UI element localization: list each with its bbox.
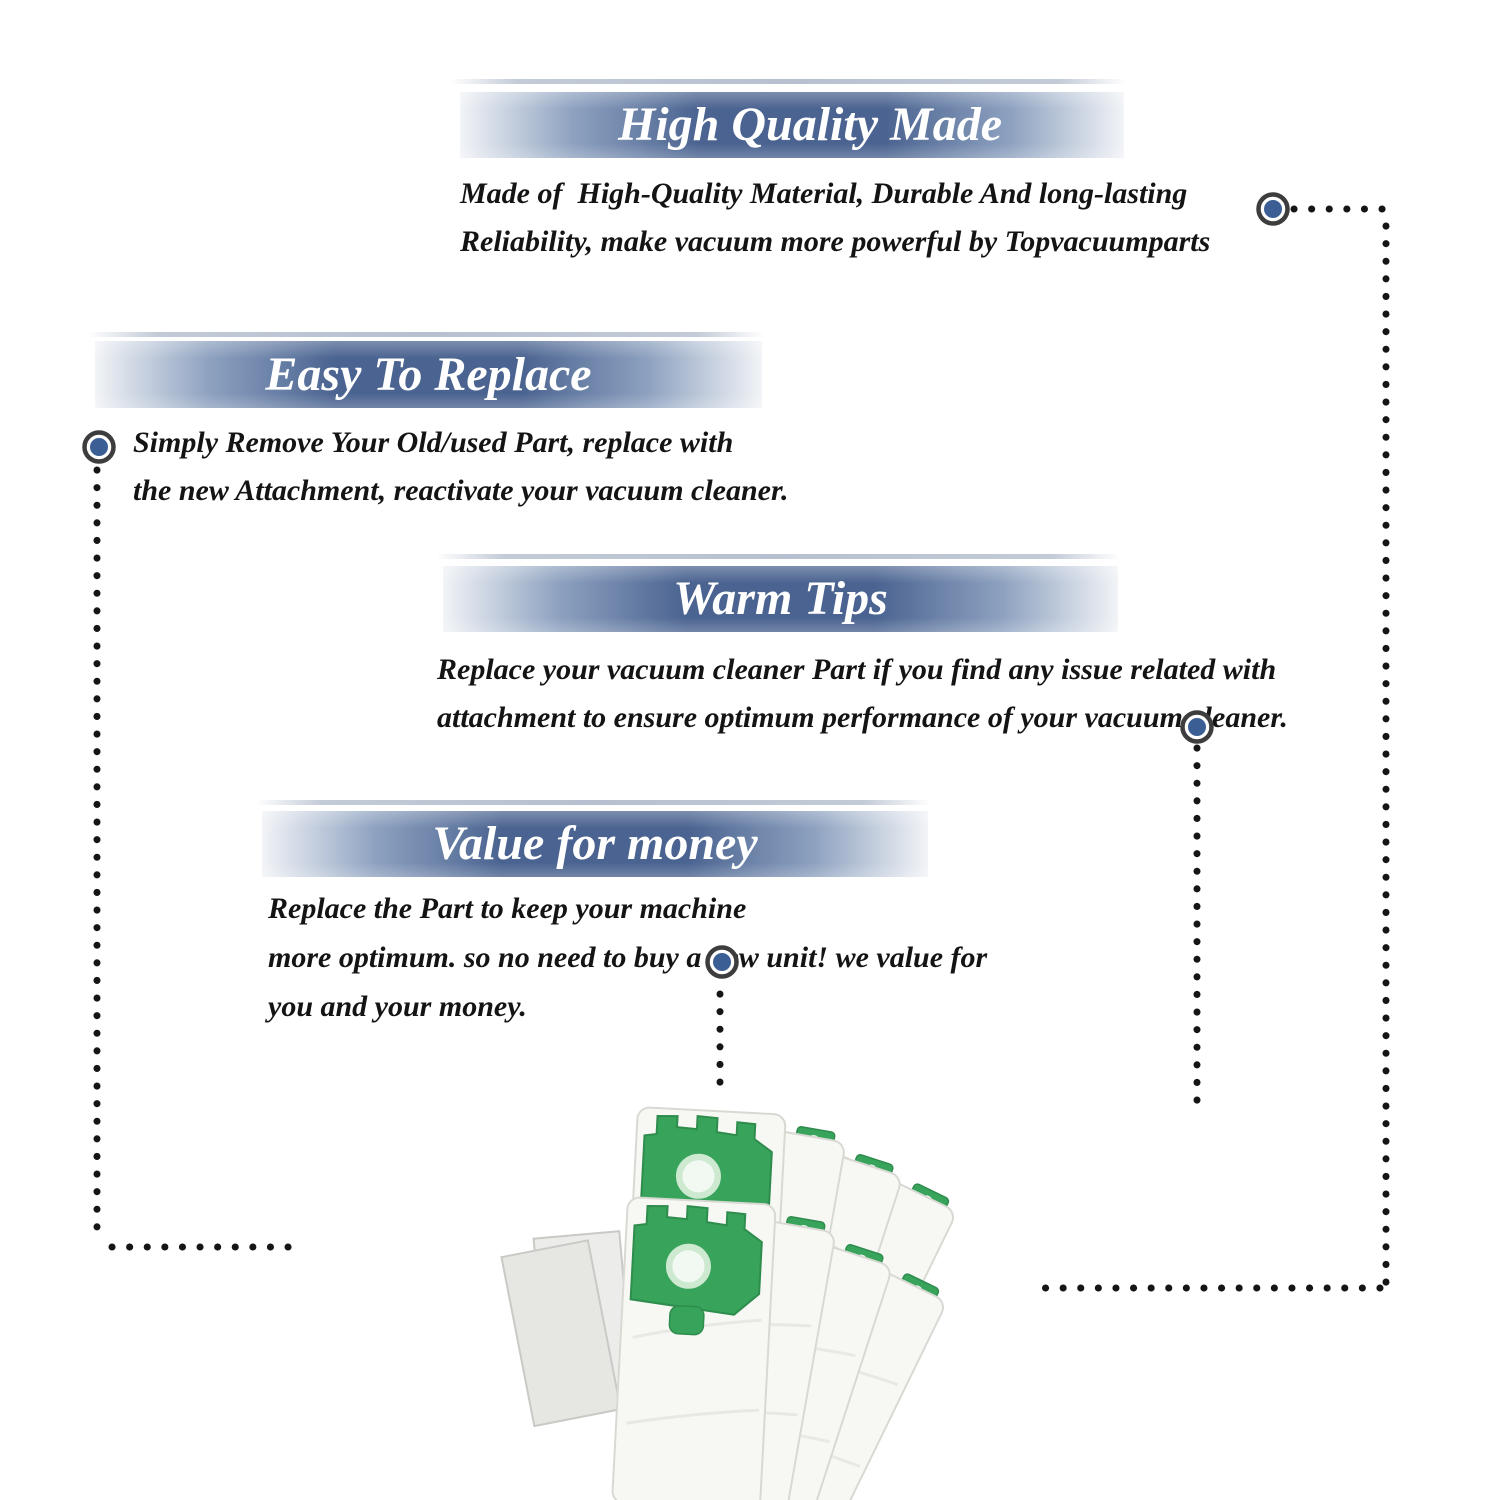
- body-line: Made of High-Quality Material, Durable A…: [460, 177, 1188, 210]
- section-title: High Quality Made: [617, 98, 1003, 151]
- banner-hairline: [436, 554, 1120, 559]
- body-line: Simply Remove Your Old/used Part, replac…: [133, 426, 734, 459]
- body-line: the new Attachment, reactivate your vacu…: [133, 474, 789, 507]
- banner-high-quality-made: High Quality Made: [460, 92, 1124, 158]
- section-title: Value for money: [432, 817, 758, 870]
- section-title: Easy To Replace: [265, 347, 592, 401]
- banner-easy-to-replace: Easy To Replace: [95, 341, 762, 408]
- banner-hairline: [255, 800, 931, 805]
- body-line: Replace the Part to keep your machine: [268, 892, 747, 925]
- connector-marker-icon: [1256, 192, 1290, 226]
- banner-hairline: [450, 79, 1126, 84]
- filter-pads: [500, 1230, 635, 1428]
- section-body-warm-tips: Replace your vacuum cleaner Part if you …: [437, 646, 1288, 742]
- body-line: more optimum. so no need to buy a new un…: [268, 941, 988, 974]
- connector-marker-icon: [82, 430, 116, 464]
- body-line: Reliability, make vacuum more powerful b…: [460, 225, 1211, 258]
- banner-value-for-money: Value for money: [262, 811, 928, 877]
- product-image: [500, 1085, 963, 1500]
- section-body-easy-replace: Simply Remove Your Old/used Part, replac…: [133, 419, 789, 515]
- section-title: Warm Tips: [673, 572, 888, 625]
- section-body-value-money: Replace the Part to keep your machine mo…: [268, 884, 987, 1031]
- section-body-high-quality: Made of High-Quality Material, Durable A…: [460, 170, 1210, 266]
- banner-warm-tips: Warm Tips: [443, 566, 1118, 632]
- body-line: attachment to ensure optimum performance…: [437, 701, 1288, 734]
- banner-hairline: [88, 332, 764, 337]
- body-line: Replace your vacuum cleaner Part if you …: [437, 653, 1277, 686]
- body-line: you and your money.: [268, 990, 527, 1023]
